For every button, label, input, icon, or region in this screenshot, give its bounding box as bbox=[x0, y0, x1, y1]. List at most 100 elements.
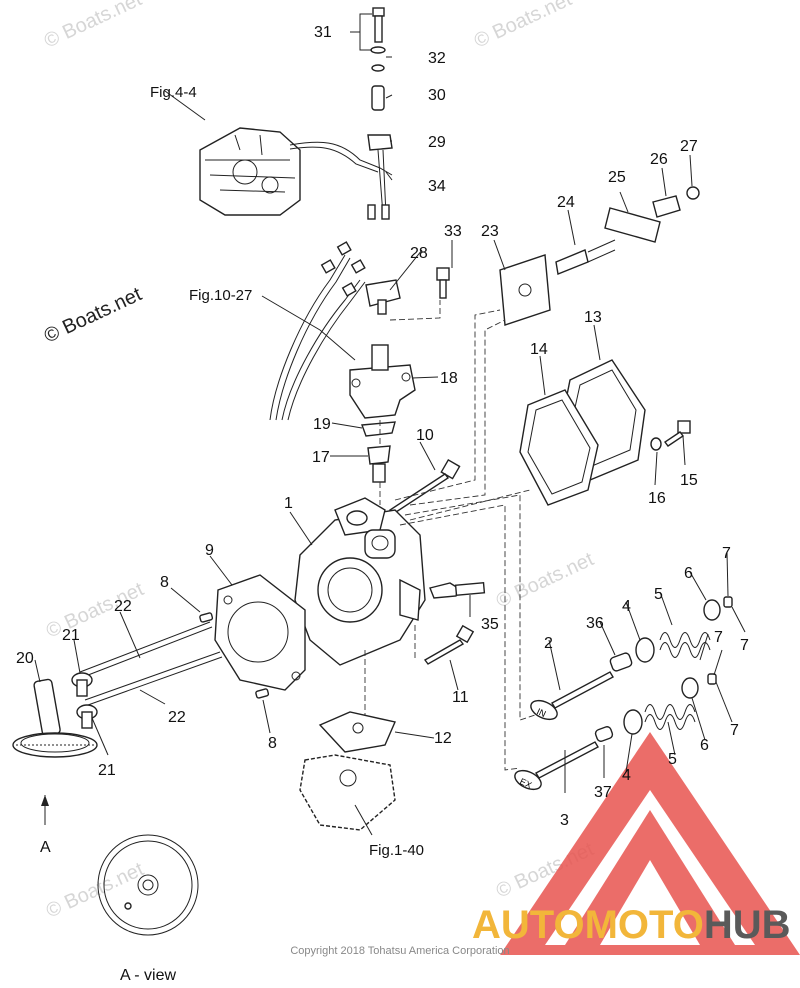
label-part-27: 27 bbox=[680, 138, 698, 155]
label-part-7-b: 7 bbox=[740, 637, 749, 654]
label-part-1: 1 bbox=[284, 495, 293, 512]
label-part-12: 12 bbox=[434, 730, 452, 747]
part-7-keeper bbox=[723, 596, 733, 608]
label-part-6-lower: 6 bbox=[700, 737, 709, 754]
label-part-7-d: 7 bbox=[730, 722, 739, 739]
label-part-7-a: 7 bbox=[722, 545, 731, 562]
part-18-housing bbox=[349, 344, 416, 419]
watermark-text: © Boats.net bbox=[471, 0, 576, 53]
label-part-31: 31 bbox=[314, 24, 332, 41]
fig-ref-4-4[interactable]: Fig.4-4 bbox=[150, 84, 197, 101]
label-part-22-upper: 22 bbox=[114, 598, 132, 615]
label-part-5-lower: 5 bbox=[668, 751, 677, 768]
label-part-15: 15 bbox=[680, 472, 698, 489]
watermark-text: © Boats.net bbox=[41, 0, 146, 53]
fig-ref-10-27[interactable]: Fig.10-27 bbox=[189, 287, 252, 304]
part-1-cylinder-head bbox=[294, 497, 426, 666]
label-part-7-c: 7 bbox=[714, 629, 723, 646]
part-3-exhaust-valve bbox=[514, 741, 599, 791]
part-28-lever bbox=[365, 279, 401, 315]
part-10-bolt bbox=[388, 458, 461, 515]
part-23-gasket bbox=[499, 254, 551, 326]
part-15-bolt bbox=[663, 420, 691, 447]
label-part-5-upper: 5 bbox=[654, 586, 663, 603]
part-5-valve-spring bbox=[644, 704, 696, 730]
label-part-22-lower: 22 bbox=[168, 709, 186, 726]
part-17-thermostat bbox=[367, 445, 391, 483]
label-part-32: 32 bbox=[428, 50, 446, 67]
part-26-plug bbox=[652, 195, 681, 218]
label-part-11: 11 bbox=[452, 689, 469, 706]
a-view-arrowhead bbox=[41, 795, 49, 806]
copyright-text: Copyright 2018 Tohatsu America Corporati… bbox=[290, 945, 510, 957]
label-part-35: 35 bbox=[481, 616, 499, 633]
label-part-28: 28 bbox=[410, 245, 428, 262]
leader-lines bbox=[34, 56, 746, 836]
label-part-20: 20 bbox=[16, 650, 34, 667]
part-35-spark-plug bbox=[429, 582, 486, 599]
assembly-guide-lines bbox=[349, 300, 536, 771]
throttle-shaft-stack bbox=[350, 7, 393, 216]
label-part-4-lower: 4 bbox=[622, 767, 631, 784]
label-part-21-upper: 21 bbox=[62, 627, 80, 644]
label-part-18: 18 bbox=[440, 370, 458, 387]
part-25-cover bbox=[604, 207, 661, 243]
label-part-30: 30 bbox=[428, 87, 446, 104]
part-27-washer bbox=[686, 186, 700, 200]
label-part-2: 2 bbox=[544, 635, 553, 652]
part-4-washer bbox=[623, 709, 643, 735]
label-part-23: 23 bbox=[481, 223, 499, 240]
part-12-plate bbox=[318, 711, 396, 753]
part-16-washer bbox=[650, 437, 662, 451]
part-11-bolt bbox=[423, 624, 475, 665]
a-view-arrow-label: A bbox=[40, 839, 51, 856]
label-part-36: 36 bbox=[586, 615, 604, 632]
label-part-24: 24 bbox=[557, 194, 575, 211]
part-8-dowel bbox=[255, 688, 270, 699]
brand-part1: AUTOMOTO bbox=[472, 903, 704, 947]
label-part-8-upper: 8 bbox=[160, 574, 169, 591]
part-36-stem-seal bbox=[609, 652, 633, 672]
label-part-16: 16 bbox=[648, 490, 666, 507]
part-5-valve-spring bbox=[659, 632, 711, 658]
part-21-tappets bbox=[71, 672, 98, 729]
label-part-25: 25 bbox=[608, 169, 626, 186]
svg-text:AUTOMOTOHUB: AUTOMOTOHUB bbox=[472, 903, 791, 947]
label-part-3: 3 bbox=[560, 812, 569, 829]
watermark-text: © Boats.net bbox=[493, 548, 598, 612]
part-19-gasket bbox=[361, 421, 396, 437]
watermark-main: © Boats.net bbox=[41, 283, 146, 347]
part-2-intake-valve bbox=[530, 671, 614, 721]
label-part-21-lower: 21 bbox=[98, 762, 116, 779]
part-20-camshaft bbox=[12, 678, 98, 758]
label-part-19: 19 bbox=[313, 416, 331, 433]
valve-mark-intake: IN bbox=[535, 706, 547, 719]
brand-part2: HUB bbox=[704, 903, 791, 947]
a-view-caption: A - view bbox=[120, 967, 176, 984]
part-24-zinc-anode bbox=[555, 239, 616, 275]
part-22-pushrods bbox=[79, 621, 223, 706]
label-part-8-lower: 8 bbox=[268, 735, 277, 752]
label-part-33: 33 bbox=[444, 223, 462, 240]
part-37-stem-seal bbox=[594, 726, 614, 742]
fuel-lines bbox=[269, 204, 390, 421]
label-part-26: 26 bbox=[650, 151, 668, 168]
label-part-14: 14 bbox=[530, 341, 548, 358]
fig-ref-1-40[interactable]: Fig.1-40 bbox=[369, 842, 424, 859]
carburetor-sketch bbox=[199, 127, 393, 216]
part-6-retainer bbox=[681, 677, 699, 699]
label-part-34: 34 bbox=[428, 178, 446, 195]
label-part-4-upper: 4 bbox=[622, 598, 631, 615]
watermark-text: © Boats.net bbox=[43, 858, 148, 922]
part-6-retainer bbox=[703, 599, 721, 621]
label-part-6-upper: 6 bbox=[684, 565, 693, 582]
part-14-gasket bbox=[519, 389, 599, 506]
fig-1-40-gasket bbox=[299, 754, 396, 831]
a-view-gear bbox=[97, 834, 199, 936]
label-part-37: 37 bbox=[594, 784, 612, 801]
part-8-dowel bbox=[199, 612, 214, 623]
label-part-29: 29 bbox=[428, 134, 446, 151]
brand-wordmark: AUTOMOTOHUB bbox=[472, 903, 791, 947]
valve-mark-exhaust: EX bbox=[518, 776, 533, 790]
label-part-13: 13 bbox=[584, 309, 602, 326]
